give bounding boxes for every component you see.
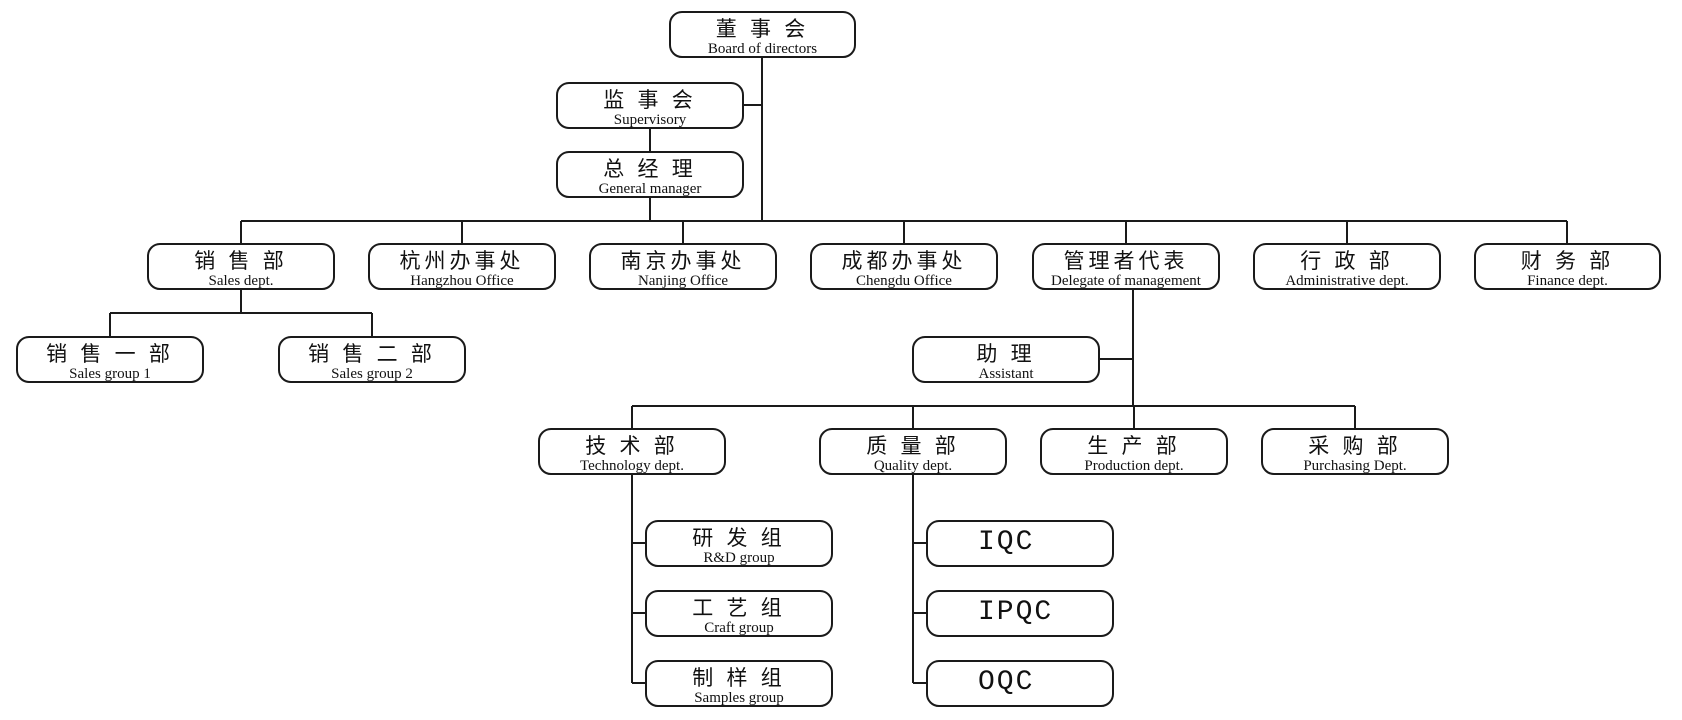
node-nanjing-zh: 南京办事处: [620, 249, 746, 273]
node-technology-dept: 技 术 部 Technology dept.: [538, 428, 726, 475]
node-hangzhou-office: 杭州办事处 Hangzhou Office: [368, 243, 556, 290]
node-sales-en: Sales dept.: [208, 273, 274, 289]
node-production-dept: 生 产 部 Production dept.: [1040, 428, 1228, 475]
node-iqc: IQC: [926, 520, 1114, 567]
node-sales-zh: 销 售 部: [194, 249, 288, 273]
node-hangzhou-en: Hangzhou Office: [410, 273, 514, 289]
node-sales-group-1: 销 售 一 部 Sales group 1: [16, 336, 204, 383]
node-sales2-en: Sales group 2: [331, 366, 413, 382]
node-delegate-en: Delegate of management: [1051, 273, 1201, 289]
node-production-en: Production dept.: [1084, 458, 1184, 474]
node-production-zh: 生 产 部: [1087, 434, 1181, 458]
node-samples-zh: 制 样 组: [692, 666, 786, 690]
node-delegate-of-management: 管理者代表 Delegate of management: [1032, 243, 1220, 290]
node-craft-en: Craft group: [704, 620, 774, 636]
node-sales-dept: 销 售 部 Sales dept.: [147, 243, 335, 290]
node-tech-en: Technology dept.: [580, 458, 684, 474]
node-rd-zh: 研 发 组: [692, 526, 786, 550]
node-admin-zh: 行 政 部: [1300, 249, 1394, 273]
node-ipqc: IPQC: [926, 590, 1114, 637]
node-board-zh: 董 事 会: [715, 17, 810, 41]
node-sales-group-2: 销 售 二 部 Sales group 2: [278, 336, 466, 383]
node-admin-en: Administrative dept.: [1285, 273, 1409, 289]
node-chengdu-en: Chengdu Office: [856, 273, 952, 289]
node-craft-group: 工 艺 组 Craft group: [645, 590, 833, 637]
node-quality-en: Quality dept.: [873, 458, 953, 474]
node-rd-group: 研 发 组 R&D group: [645, 520, 833, 567]
node-purchasing-zh: 采 购 部: [1308, 434, 1402, 458]
node-purchasing-dept: 采 购 部 Purchasing Dept.: [1261, 428, 1449, 475]
node-purchasing-en: Purchasing Dept.: [1303, 458, 1407, 474]
node-tech-zh: 技 术 部: [585, 434, 679, 458]
node-sales2-zh: 销 售 二 部: [308, 342, 436, 366]
node-assistant: 助 理 Assistant: [912, 336, 1100, 383]
node-supervisory: 监 事 会 Supervisory: [556, 82, 744, 129]
node-oqc-label: OQC: [978, 667, 1035, 698]
node-assistant-zh: 助 理: [976, 342, 1036, 366]
node-oqc: OQC: [926, 660, 1114, 707]
node-administrative-dept: 行 政 部 Administrative dept.: [1253, 243, 1441, 290]
node-samples-en: Samples group: [694, 690, 784, 706]
node-finance-en: Finance dept.: [1527, 273, 1608, 289]
node-iqc-label: IQC: [978, 527, 1035, 558]
node-chengdu-zh: 成都办事处: [841, 249, 967, 273]
node-delegate-zh: 管理者代表: [1063, 249, 1189, 273]
node-hangzhou-zh: 杭州办事处: [399, 249, 525, 273]
node-sales1-en: Sales group 1: [69, 366, 151, 382]
node-sales1-zh: 销 售 一 部: [46, 342, 174, 366]
node-chengdu-office: 成都办事处 Chengdu Office: [810, 243, 998, 290]
node-finance-zh: 财 务 部: [1520, 249, 1615, 273]
node-nanjing-office: 南京办事处 Nanjing Office: [589, 243, 777, 290]
node-gm-zh: 总 经 理: [603, 157, 697, 181]
node-quality-dept: 质 量 部 Quality dept.: [819, 428, 1007, 475]
node-board-en: Board of directors: [707, 41, 818, 57]
node-samples-group: 制 样 组 Samples group: [645, 660, 833, 707]
node-board-of-directors: 董 事 会 Board of directors: [669, 11, 856, 58]
node-craft-zh: 工 艺 组: [692, 596, 786, 620]
node-nanjing-en: Nanjing Office: [637, 273, 729, 289]
node-ipqc-label: IPQC: [978, 597, 1054, 628]
node-quality-zh: 质 量 部: [866, 434, 960, 458]
node-rd-en: R&D group: [703, 550, 775, 566]
node-supervisory-en: Supervisory: [613, 112, 687, 128]
node-gm-en: General manager: [598, 181, 702, 197]
node-general-manager: 总 经 理 General manager: [556, 151, 744, 198]
node-finance-dept: 财 务 部 Finance dept.: [1474, 243, 1661, 290]
node-supervisory-zh: 监 事 会: [603, 88, 697, 112]
node-assistant-en: Assistant: [978, 366, 1034, 382]
